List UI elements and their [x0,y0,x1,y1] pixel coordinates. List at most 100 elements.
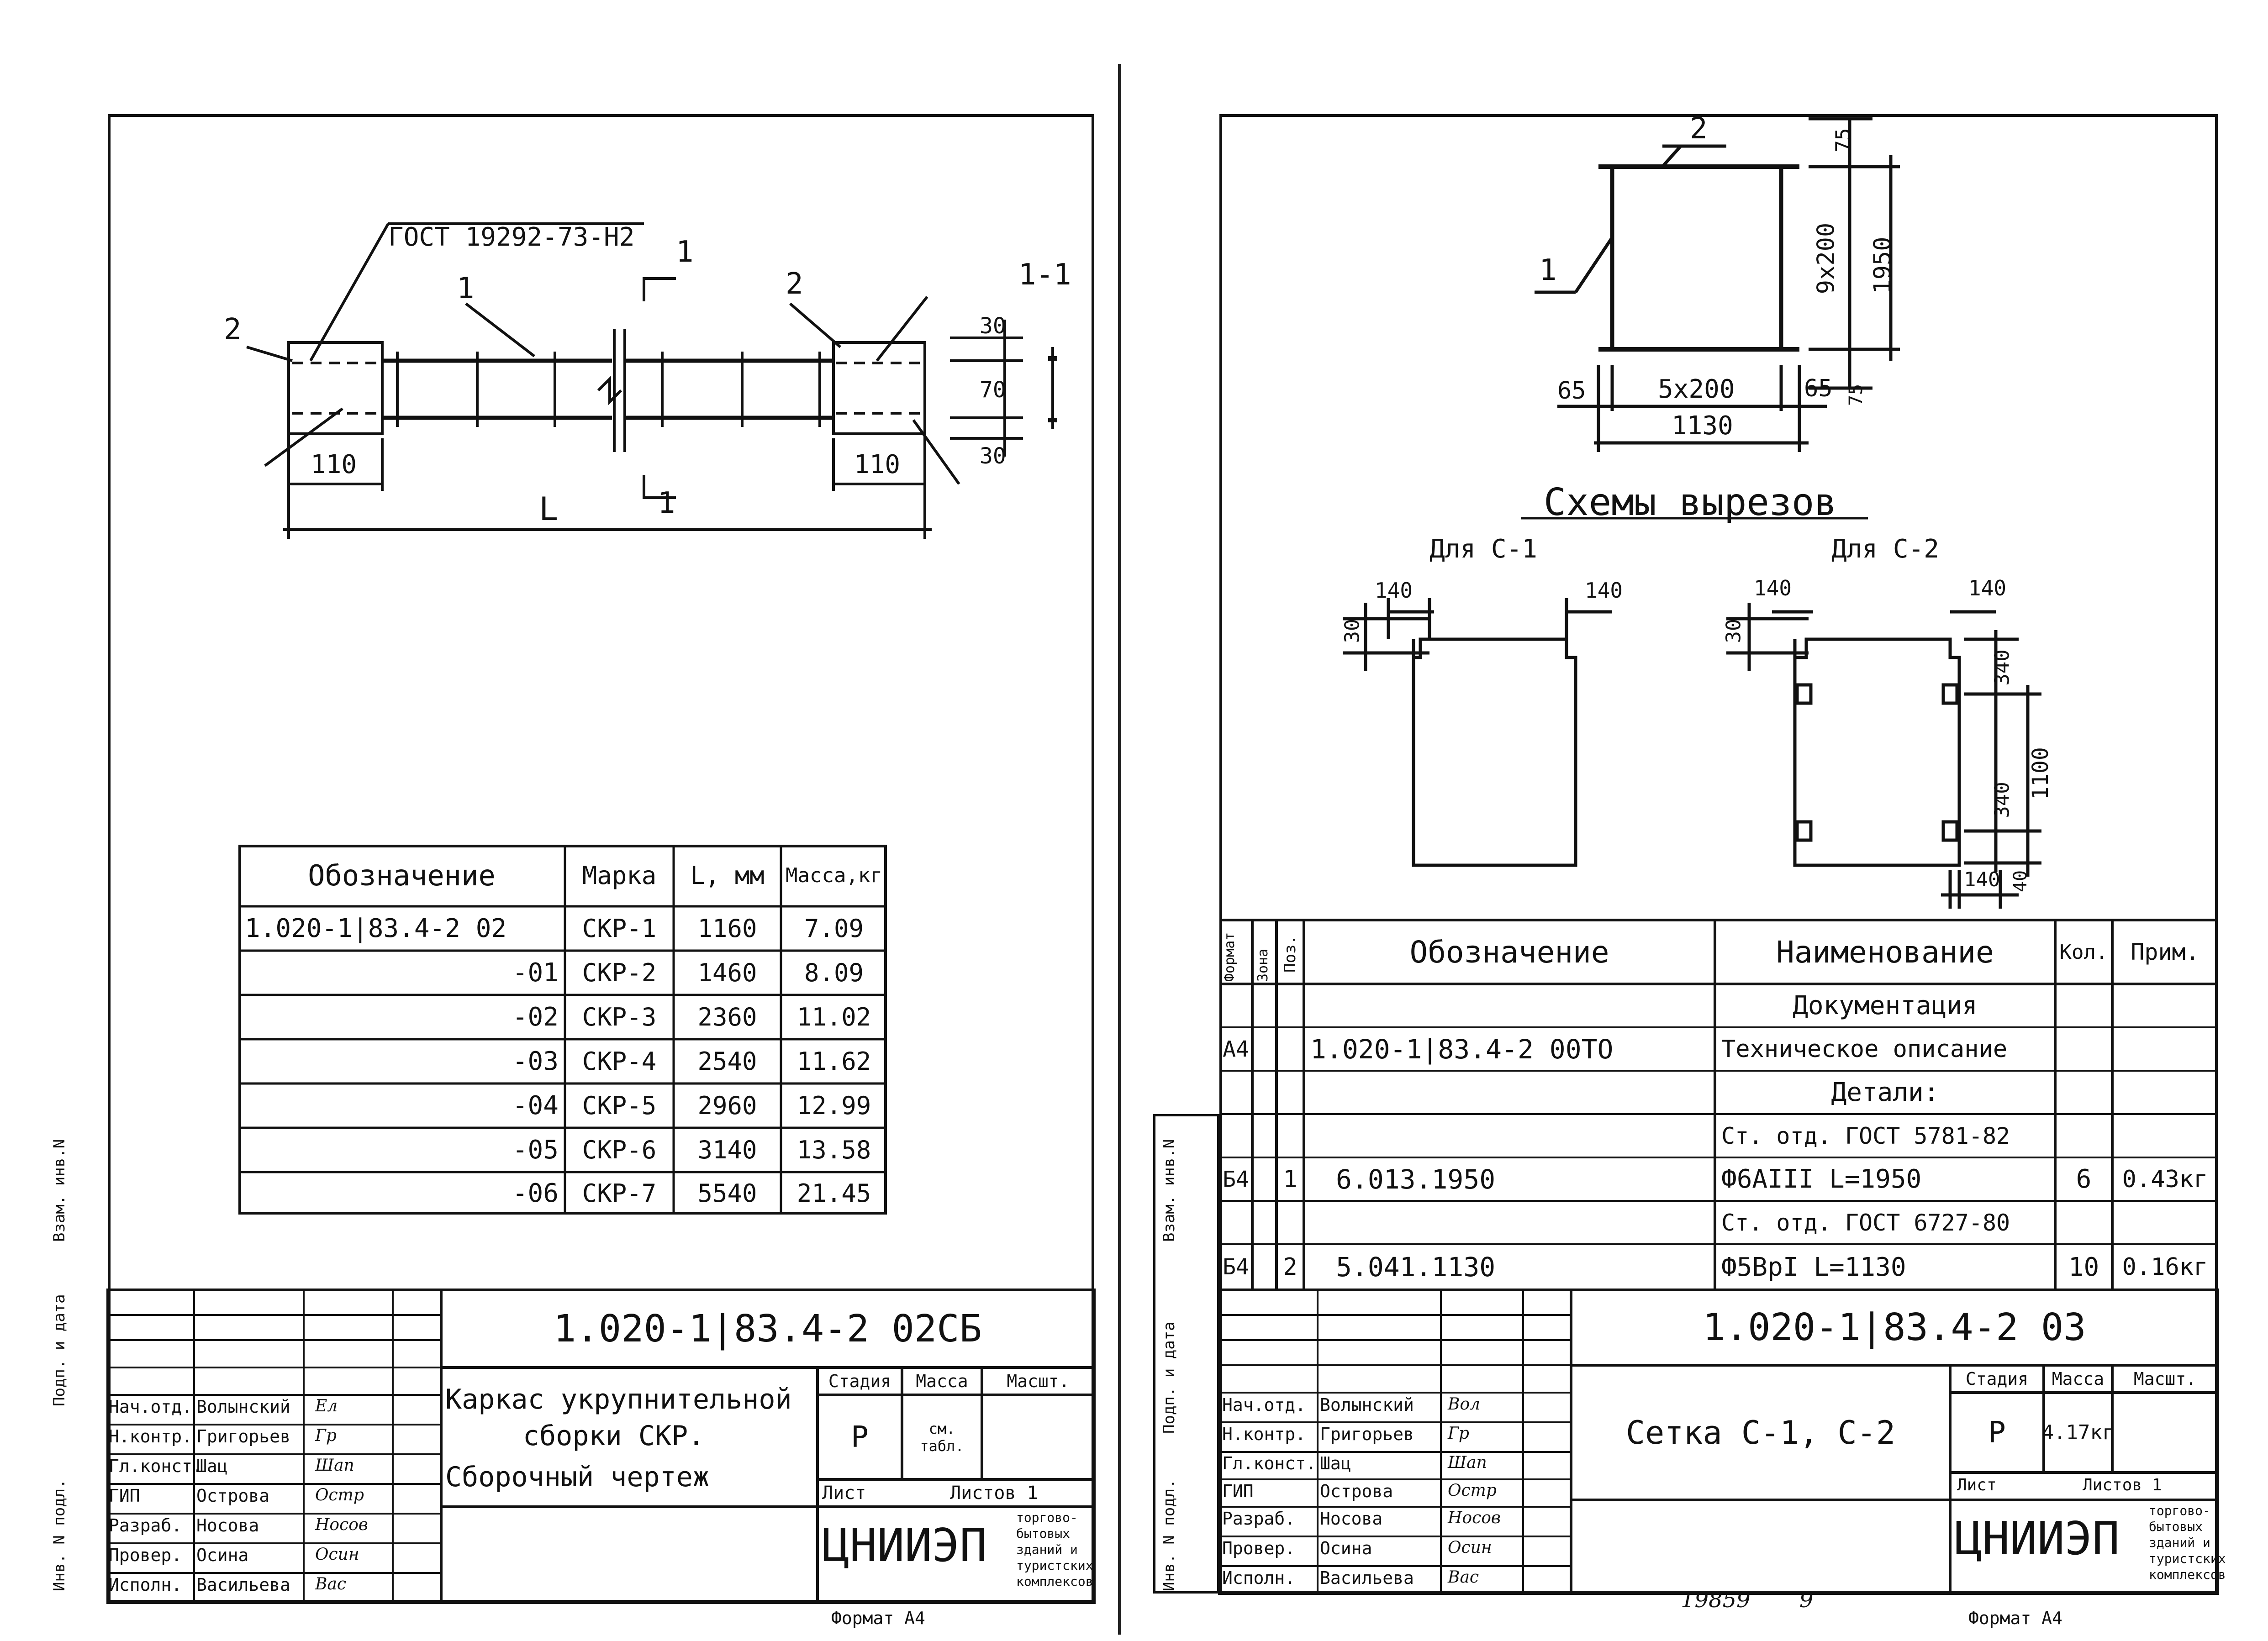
tb-role: Разраб. [1222,1509,1296,1529]
page-number: 9 [1799,1587,1814,1613]
mesh-callout-2: 2 [1690,112,1708,146]
org-sub: комплексов [2149,1567,2226,1582]
doc-code: 1.020-1|83.4-2 03 [1703,1306,2086,1349]
dim-length: L [539,490,559,528]
mesh-callout-1: 1 [1539,253,1557,287]
title-line-2: сборки СКР. [523,1420,705,1452]
table-row-format: Б4 [1223,1166,1249,1192]
table-row-name: Ф6АIII L=1950 [1721,1164,1922,1194]
table-row-mark: СКР-6 [582,1136,657,1164]
table-row-mass: 8.09 [804,958,864,987]
spec-header-name: Наименование [1776,934,1994,970]
mass-value: 4.17кг [2041,1421,2115,1444]
dim-65-right: 65 [1804,375,1833,402]
for-c2-label: Для С-2 [1831,534,1940,564]
signature: Носов [315,1515,368,1534]
table-row-mass: 21.45 [796,1179,871,1208]
mass-value: см. табл. [920,1420,964,1455]
signature: Гр [315,1426,337,1445]
tb-role: ГИП [109,1486,140,1506]
org-sub: торгово- [1016,1510,1078,1525]
org-sub: зданий и [1016,1542,1078,1557]
tb-name: Осина [1320,1538,1372,1558]
sheet-divider [1118,64,1121,1635]
sheets-label: Листов 1 [950,1483,1038,1504]
table-row-mark: СКР-4 [582,1047,657,1076]
dim-right-width: 110 [854,450,901,479]
dim-1950: 1950 [1869,237,1897,294]
tb-role: Гл.конст. [1222,1453,1316,1473]
table-row-length: 2360 [697,1003,757,1031]
side-label-sign: Подп. и дата [1160,1321,1178,1434]
tb-name: Шац [196,1456,228,1476]
tb-role: Исполн. [1222,1568,1296,1588]
for-c1-label: Для С-1 [1429,534,1538,564]
stage-value: Р [1988,1415,2006,1450]
dim-5x200: 5x200 [1658,374,1735,404]
c2-dim: 140 [1968,576,2007,600]
table-row-mass: 7.09 [804,914,864,943]
org-sub: торгово- [2149,1503,2210,1518]
spec-header-code: Обозначение [1409,934,1609,970]
c1-dim: 140 [1375,578,1413,603]
signature: Осин [1448,1538,1492,1557]
table-row-length: 2960 [697,1091,757,1120]
table-row-name: Документация [1793,991,1978,1020]
table-row-length: 2540 [697,1047,757,1076]
c2-dim: 1100 [2027,747,2053,800]
table-row-mass: 12.99 [796,1091,871,1120]
format-label: Формат А4 [831,1608,925,1628]
frame-spec-table [238,845,887,1215]
table-row-length: 1460 [697,958,757,987]
tb-role: ГИП [1222,1481,1254,1501]
tb-name: Носова [1320,1509,1383,1529]
table-row-note: 0.43кг [2122,1165,2208,1193]
c2-dim: 40 [2010,870,2031,893]
signature: Ел [315,1397,338,1415]
table-row-mark: СКР-7 [582,1179,657,1208]
section-label: 1-1 [1018,258,1071,292]
table-row-code: -05 [512,1135,559,1165]
org-sub: туристских [2149,1551,2226,1566]
section-mark-bottom: 1 [658,486,675,520]
table-row-code: 5.041.1130 [1336,1252,1496,1283]
dim-9x200: 9x200 [1812,222,1840,295]
c2-dim: 340 [1990,649,2014,686]
callout-2-right: 2 [786,267,803,301]
table-row-format: А4 [1223,1036,1249,1062]
spec-header-mark: Марка [582,861,657,890]
org-sub: зданий и [2149,1535,2210,1550]
callout-1: 1 [457,272,475,305]
tb-name: Носова [196,1515,259,1536]
org-sub: бытовых [1016,1526,1071,1541]
signature: Шап [1448,1453,1487,1472]
title-line-3: Сборочный чертеж [445,1461,709,1493]
org-sub: бытовых [2149,1519,2203,1534]
table-row-length: 3140 [697,1136,757,1164]
table-row-pos: 2 [1283,1253,1298,1281]
dim-30-bottom: 30 [980,443,1006,469]
table-row-name: Ст. отд. ГОСТ 5781-82 [1721,1122,2010,1149]
tb-name: Васильева [196,1575,290,1595]
table-row-code: 1.020-1|83.4-2 00ТО [1310,1033,1614,1065]
tb-name: Волынский [196,1397,290,1417]
side-label-replace: Взам. инв.N [1160,1139,1178,1242]
table-row-code: -06 [512,1178,559,1208]
table-row-mass: 13.58 [796,1136,871,1164]
table-row-code: -01 [512,958,559,988]
table-row-code: -04 [512,1091,559,1120]
c1-dim: 140 [1585,578,1623,603]
table-row-name: Техническое описание [1721,1035,2008,1063]
table-row-name: Детали: [1831,1078,1939,1107]
signature: Осин [315,1545,359,1564]
tb-role: Провер. [1222,1538,1296,1558]
tb-name: Васильева [1320,1568,1414,1588]
c2-dim: 140 [1964,868,2000,891]
c2-dim: 140 [1754,576,1792,600]
dim-75-bottom: 75 [1846,384,1867,406]
signature: Остр [315,1486,364,1504]
format-label: Формат А4 [1968,1608,2062,1628]
c1-dim: 30 [1340,619,1364,643]
tb-role: Нач.отд. [1222,1395,1306,1415]
table-row-pos: 1 [1283,1165,1298,1193]
